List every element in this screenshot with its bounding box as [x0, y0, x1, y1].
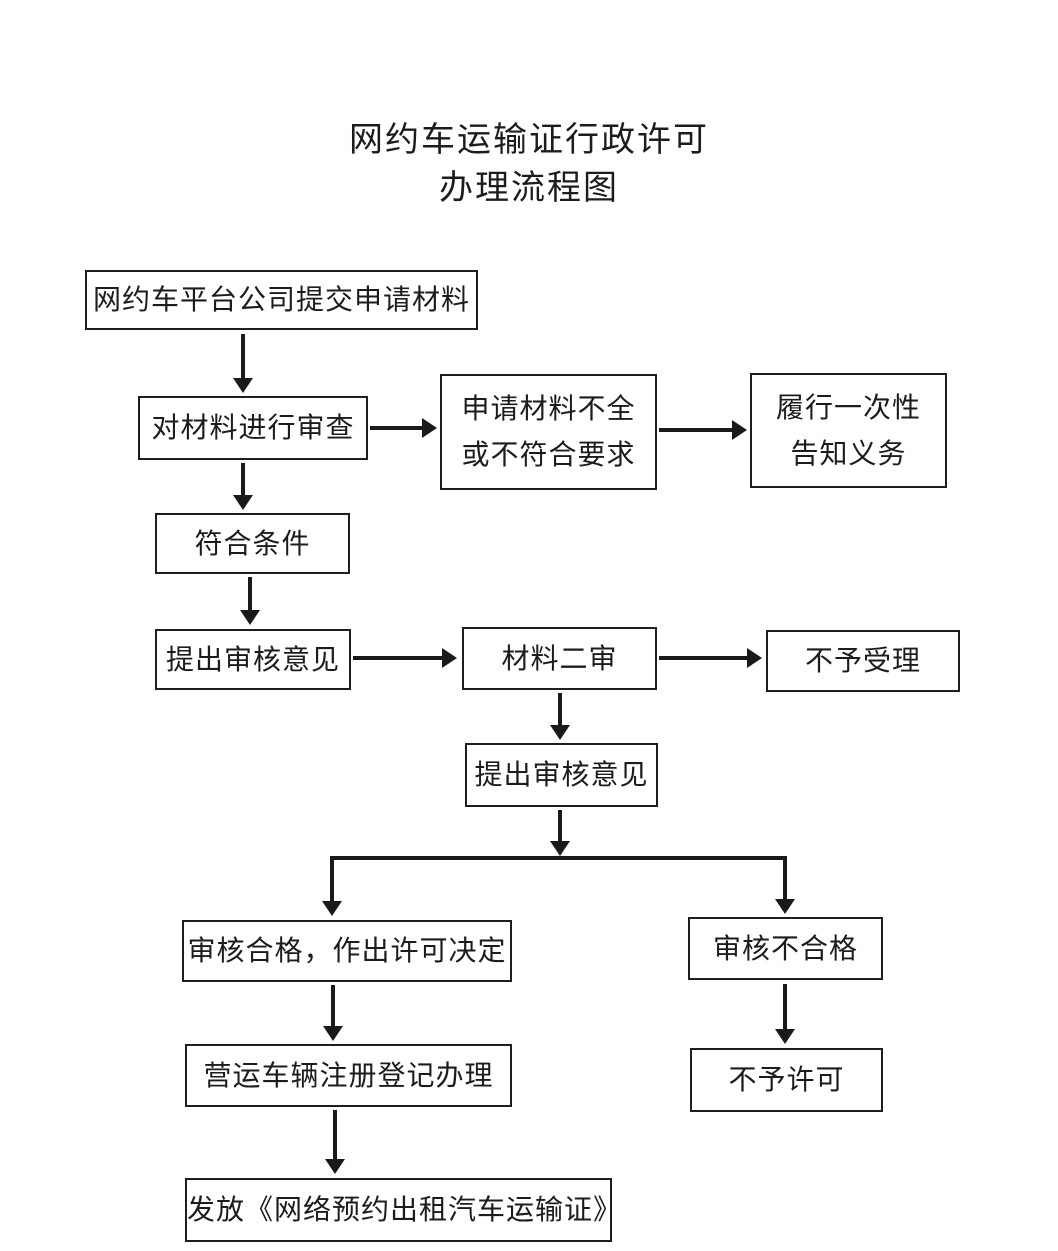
arrow-pass-to-registration [323, 985, 343, 1041]
arrow-submit-to-review [233, 334, 253, 393]
arrow-opinion2-to-branch [550, 810, 570, 856]
arrow-branch-to-fail [775, 858, 795, 914]
arrow-review-to-qualified [233, 463, 253, 510]
branch-crossbar [330, 856, 787, 860]
flow-node-issue-certificate: 发放《网络预约出租汽车运输证》 [185, 1178, 621, 1242]
flow-node-submit-materials: 网约车平台公司提交申请材料 [85, 270, 478, 330]
flow-node-meets-conditions: 符合条件 [155, 513, 350, 574]
flow-node-review-materials: 对材料进行审查 [138, 396, 368, 460]
flow-node-second-review: 材料二审 [462, 627, 657, 690]
arrow-second-review-to-opinion2 [550, 693, 570, 740]
diagram-title-line1: 网约车运输证行政许可 [349, 121, 709, 159]
arrow-review-to-incomplete [370, 418, 437, 438]
arrow-fail-to-no-permit [775, 984, 795, 1044]
flow-node-review-opinion-2: 提出审核意见 [465, 743, 658, 807]
flow-node-fail: 审核不合格 [688, 917, 883, 980]
arrow-branch-to-pass [322, 858, 342, 916]
arrow-opinion1-to-second-review [353, 648, 457, 668]
flow-node-pass-decision: 审核合格，作出许可决定 [182, 920, 512, 982]
arrow-qualified-to-opinion1 [240, 577, 260, 625]
arrow-second-review-to-not-accepted [659, 648, 762, 668]
diagram-title-line2: 办理流程图 [439, 169, 619, 207]
flow-node-not-accepted: 不予受理 [766, 630, 960, 692]
flow-node-vehicle-registration: 营运车辆注册登记办理 [185, 1044, 512, 1107]
flow-node-incomplete-materials: 申请材料不全 或不符合要求 [440, 374, 657, 490]
flow-node-one-time-notification: 履行一次性 告知义务 [750, 373, 947, 488]
flow-node-no-permit: 不予许可 [690, 1048, 883, 1112]
flow-node-review-opinion-1: 提出审核意见 [155, 629, 351, 690]
arrow-registration-to-certificate [325, 1110, 345, 1174]
diagram-title: 网约车运输证行政许可 办理流程图 [0, 116, 1058, 212]
arrow-incomplete-to-inform [659, 420, 747, 440]
